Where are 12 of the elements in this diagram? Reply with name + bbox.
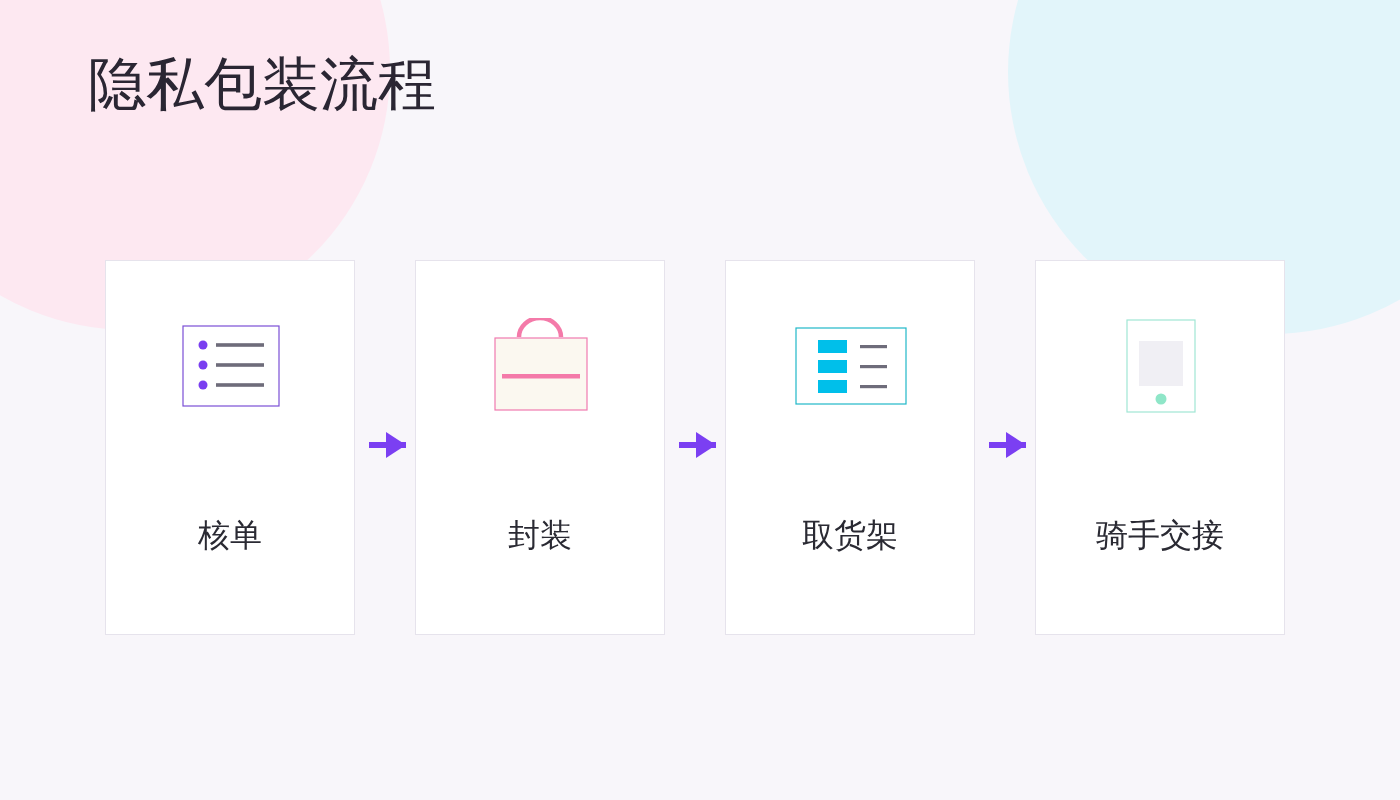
step-card	[105, 260, 355, 635]
title: 隐私包装流程	[88, 49, 436, 120]
arrow	[989, 432, 1026, 458]
step-label: 取货架	[802, 515, 898, 555]
step-label: 骑手交接	[1096, 515, 1224, 555]
arrow	[369, 432, 406, 458]
step-label: 核单	[198, 515, 262, 555]
step-label: 封装	[508, 515, 572, 555]
arrow	[679, 432, 716, 458]
step-card	[725, 260, 975, 635]
step-card	[1035, 260, 1285, 635]
step-card	[415, 260, 665, 635]
